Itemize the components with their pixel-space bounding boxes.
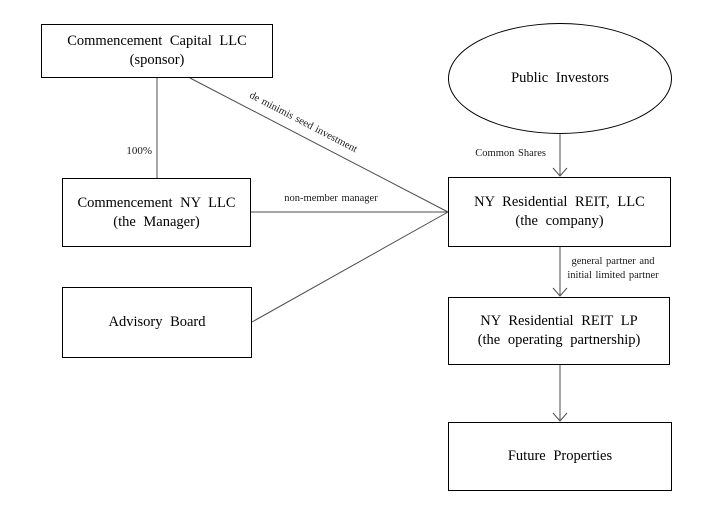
arrowhead-future-properties <box>552 412 568 422</box>
arrowhead-common-shares <box>552 167 568 177</box>
node-manager: Commencement NY LLC (the Manager) <box>62 178 251 247</box>
node-advisory-board: Advisory Board <box>62 287 252 358</box>
edge-label-seed-investment: de minimis seed investment <box>247 89 359 156</box>
node-sponsor: Commencement Capital LLC (sponsor) <box>41 24 273 78</box>
node-sponsor-title: Commencement Capital LLC <box>67 33 247 49</box>
edge-advisory-line <box>251 211 449 323</box>
edge-label-common-shares: Common Shares <box>475 148 546 159</box>
node-sponsor-subtitle: (sponsor) <box>129 52 185 68</box>
arrowhead-general-partner <box>552 287 568 297</box>
edge-label-general-partner: general partner and initial limited part… <box>563 255 663 283</box>
node-manager-subtitle: (the Manager) <box>113 213 200 230</box>
edge-label-general-partner-line2: initial limited partner <box>567 270 659 281</box>
edge-label-general-partner-line1: general partner and <box>571 256 655 267</box>
edge-label-ownership: 100% <box>126 145 152 157</box>
node-operating-partnership-subtitle: (the operating partnership) <box>477 332 641 348</box>
node-public-investors-title: Public Investors <box>511 70 609 86</box>
node-future-properties: Future Properties <box>448 422 672 491</box>
node-manager-title: Commencement NY LLC <box>77 194 236 211</box>
edge-label-non-member-manager: non-member manager <box>284 193 378 204</box>
node-company-subtitle: (the company) <box>515 213 604 229</box>
node-company: NY Residential REIT, LLC (the company) <box>448 177 671 247</box>
node-operating-partnership-title: NY Residential REIT LP <box>480 313 638 329</box>
node-operating-partnership: NY Residential REIT LP (the operating pa… <box>448 297 670 365</box>
node-company-title: NY Residential REIT, LLC <box>474 194 645 210</box>
node-advisory-board-title: Advisory Board <box>108 314 206 330</box>
node-public-investors: Public Investors <box>448 23 672 134</box>
node-future-properties-title: Future Properties <box>507 448 613 464</box>
